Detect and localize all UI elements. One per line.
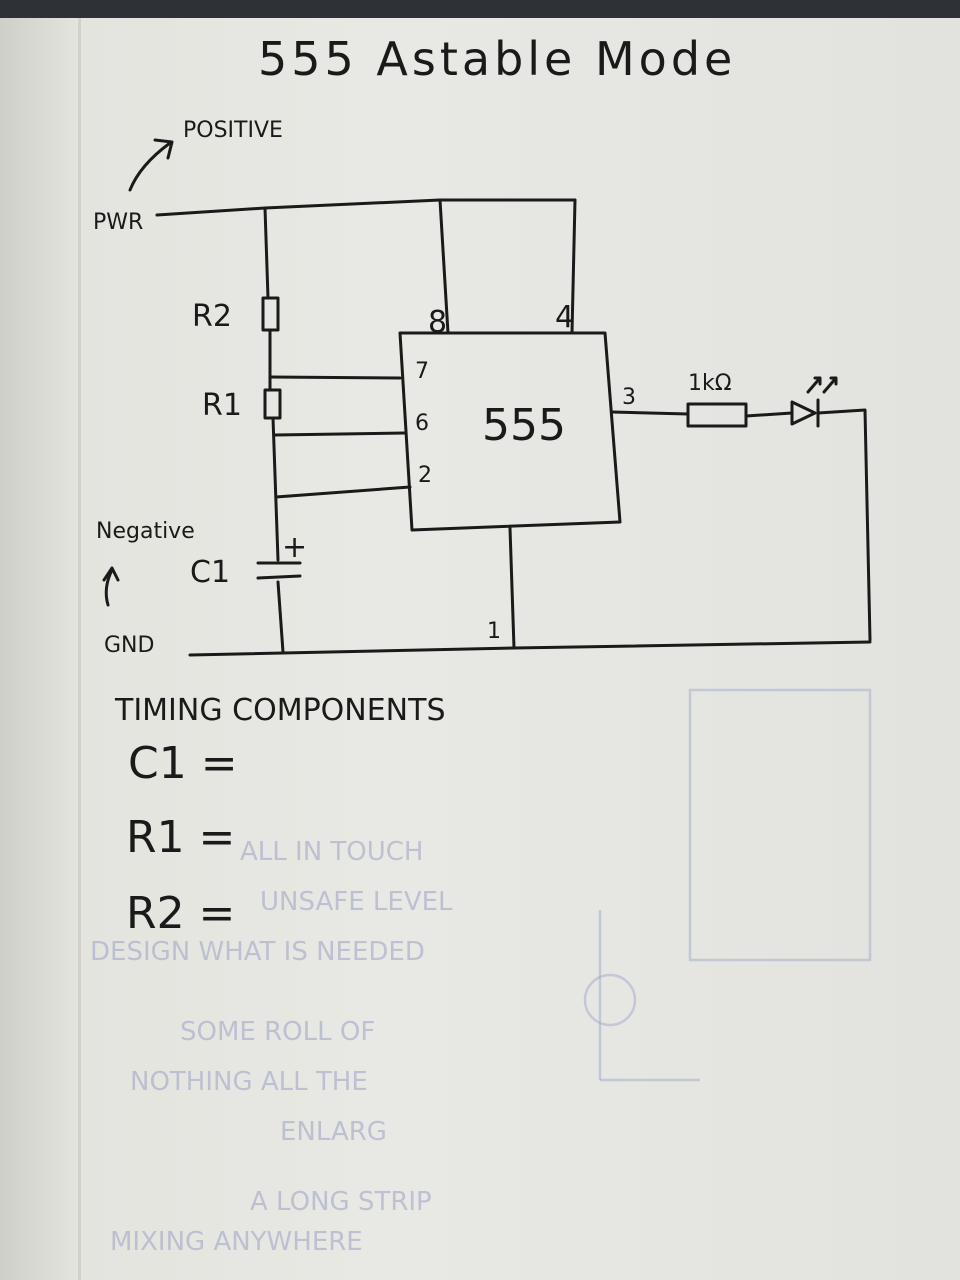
pin1-wire (508, 526, 516, 650)
r1-label: R1 (202, 388, 242, 423)
resistor-led-wire (744, 411, 794, 418)
pin6-number: 6 (415, 411, 429, 436)
pin2-wire (274, 485, 412, 499)
c1-label: C1 (190, 555, 230, 590)
c1-plate-bottom (256, 574, 302, 580)
pin7-number: 7 (415, 359, 429, 384)
chip-555 (398, 331, 622, 532)
timing-r2: R2 = (126, 888, 235, 939)
r2-top-wire (263, 206, 270, 300)
svg-text:A LONG STRIP: A LONG STRIP (250, 1187, 432, 1217)
pin2-number: 2 (418, 463, 432, 488)
pin4-number: 4 (555, 300, 574, 335)
led-return-wire (816, 408, 872, 642)
timing-c1: C1 = (128, 738, 238, 789)
positive-arrow-icon (128, 141, 172, 192)
pin4-wire (570, 198, 577, 335)
negative-label: Negative (96, 519, 195, 544)
svg-text:UNSAFE LEVEL: UNSAFE LEVEL (260, 887, 453, 917)
output-resistor (686, 402, 748, 428)
pin8-wire (438, 198, 450, 335)
pin3-wire (610, 410, 690, 416)
r2-resistor (261, 296, 280, 332)
power-rail (155, 198, 577, 217)
svg-text:ENLARG: ENLARG (280, 1117, 387, 1147)
negative-arrow-icon (104, 568, 114, 607)
svg-text:NOTHING ALL THE: NOTHING ALL THE (130, 1067, 368, 1097)
gnd-label: GND (104, 633, 154, 658)
timing-r1: R1 = (126, 812, 235, 863)
r2-label: R2 (192, 299, 232, 334)
r1-c1-wire (271, 416, 280, 562)
svg-text:MIXING ANYWHERE: MIXING ANYWHERE (110, 1227, 363, 1257)
positive-label: POSITIVE (183, 118, 283, 143)
pin3-number: 3 (622, 385, 636, 410)
c1-polarity: + (282, 530, 307, 565)
r1-resistor (263, 388, 282, 420)
pwr-label: PWR (93, 210, 143, 235)
pin6-wire (273, 431, 407, 437)
output-resistor-label: 1kΩ (688, 371, 732, 396)
positive-arrowhead-icon (153, 138, 174, 160)
pin7-wire (268, 375, 402, 380)
svg-text:SOME ROLL OF: SOME ROLL OF (180, 1017, 375, 1047)
chip-label: 555 (482, 400, 566, 451)
svg-text:ALL IN TOUCH: ALL IN TOUCH (240, 837, 424, 867)
bleed-through: ALL IN TOUCH UNSAFE LEVEL DESIGN WHAT IS… (90, 688, 872, 1257)
svg-text:DESIGN WHAT IS NEEDED: DESIGN WHAT IS NEEDED (90, 937, 425, 967)
pin8-number: 8 (428, 305, 447, 340)
c1-gnd-wire (276, 580, 285, 654)
pin1-number: 1 (487, 619, 501, 644)
negative-arrowhead-icon (102, 566, 120, 582)
diagram-title: 555 Astable Mode (258, 32, 736, 86)
led-icon (790, 376, 838, 428)
timing-heading: TIMING COMPONENTS (114, 693, 445, 728)
page-fold (78, 18, 81, 1280)
ground-rail (188, 640, 872, 657)
